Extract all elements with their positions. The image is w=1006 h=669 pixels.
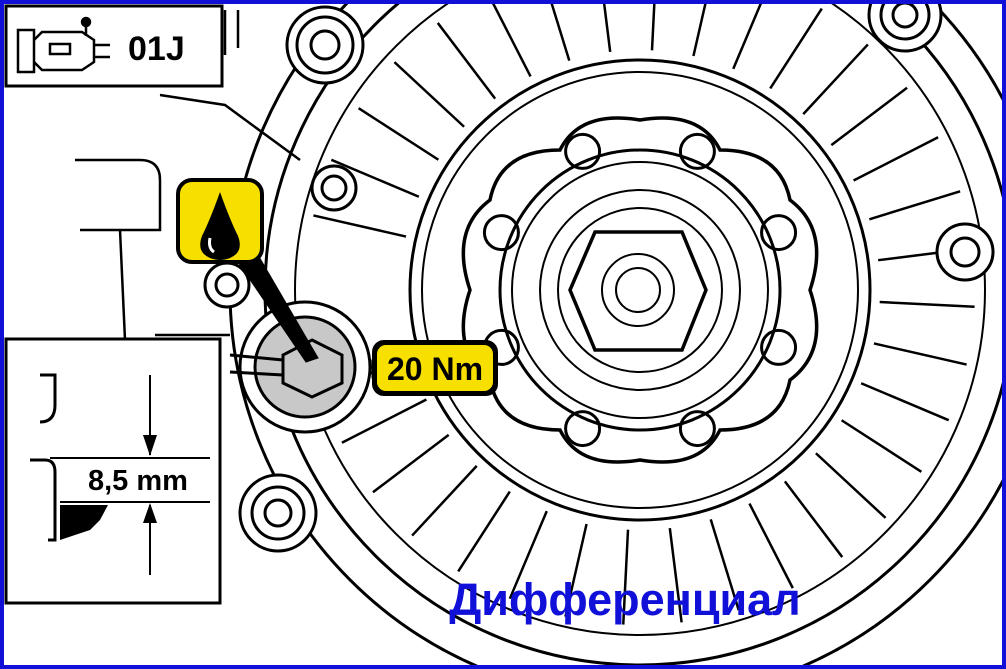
- bolt-hole: [760, 328, 798, 366]
- bolt-hole: [760, 214, 798, 252]
- rib-line: [732, 4, 762, 70]
- bolt-hole: [564, 132, 602, 170]
- bolt-hole: [678, 132, 716, 170]
- fill-plug: [229, 300, 372, 434]
- rib-line: [313, 214, 407, 238]
- rib-line: [815, 452, 887, 519]
- rib-line: [802, 43, 869, 115]
- rib-line: [492, 4, 532, 77]
- header-box: 01J: [4, 4, 224, 88]
- side-bracket: [75, 10, 301, 341]
- rib-line: [868, 190, 961, 221]
- torque-value: 20 Nm: [387, 351, 483, 387]
- bolt-hole: [678, 410, 716, 448]
- flange-bolt-holes: [482, 132, 798, 448]
- rib-line: [830, 86, 908, 147]
- rib-line: [769, 7, 823, 90]
- oil-callout: [176, 178, 264, 264]
- gearbox-icon: [16, 16, 110, 74]
- rib-line: [330, 158, 420, 198]
- rib-line: [457, 490, 511, 573]
- torque-callout: 20 Nm: [372, 340, 498, 396]
- rib-line: [436, 22, 497, 100]
- rib-line: [550, 4, 571, 62]
- rib-line: [372, 433, 450, 494]
- center-nut: [568, 230, 708, 352]
- rib-line: [411, 465, 478, 537]
- rib-line: [668, 527, 683, 623]
- hub-flange: [461, 116, 819, 464]
- rib-line: [357, 107, 440, 161]
- rib-line: [650, 4, 656, 51]
- rib-line: [873, 342, 967, 366]
- housing-ribs: [313, 4, 975, 625]
- housing-bolts: [203, 4, 995, 553]
- detail-inset: 8,5 mm: [4, 337, 222, 605]
- caption-title: Дифференциал: [449, 574, 801, 625]
- rib-line: [341, 398, 427, 444]
- rib-line: [853, 136, 939, 182]
- rib-line: [692, 4, 707, 57]
- rib-line: [393, 61, 465, 128]
- rib-line: [879, 300, 975, 308]
- rib-line: [748, 503, 794, 589]
- rib-line: [860, 382, 950, 422]
- gap-dimension: 8,5 mm: [88, 465, 188, 497]
- bolt-hole: [482, 214, 520, 252]
- rib-line: [564, 523, 588, 617]
- rib-line: [783, 480, 844, 558]
- rib-line: [840, 419, 923, 473]
- rib-line: [709, 518, 740, 611]
- bolt-hole: [564, 410, 602, 448]
- rib-line: [602, 4, 612, 53]
- rib-line: [508, 510, 548, 600]
- rib-line: [622, 529, 630, 625]
- gearbox-code: 01J: [128, 30, 185, 68]
